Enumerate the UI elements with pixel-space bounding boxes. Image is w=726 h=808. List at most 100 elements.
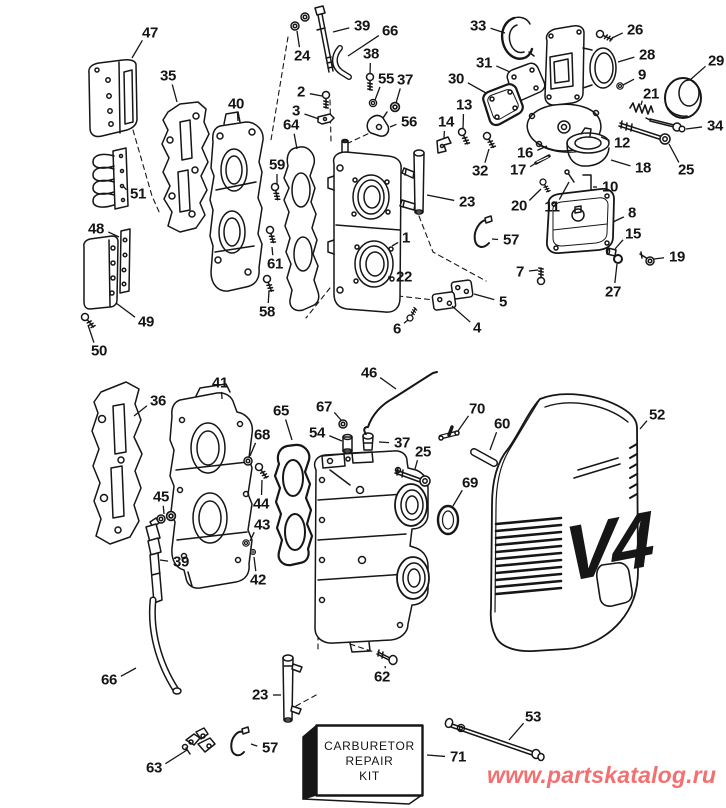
callout-59: 59 xyxy=(268,156,286,174)
leader-line-57 xyxy=(491,238,499,241)
callout-16: 16 xyxy=(516,144,534,162)
gasket-35 xyxy=(161,101,210,233)
float-18 xyxy=(566,127,610,167)
callout-67: 67 xyxy=(315,398,333,416)
fitting-70 xyxy=(438,425,460,441)
leader-line-37 xyxy=(378,441,390,444)
leader-line-11 xyxy=(558,181,570,200)
leader-line-48 xyxy=(108,231,120,238)
leader-line-17 xyxy=(529,162,537,168)
leader-line-54 xyxy=(329,435,343,442)
callout-44: 44 xyxy=(252,495,270,513)
callout-66: 66 xyxy=(381,22,399,40)
leader-line-25 xyxy=(414,459,419,470)
leader-line-3 xyxy=(304,113,320,120)
leader-line-30 xyxy=(467,82,487,94)
leader-line-34 xyxy=(685,126,703,130)
hose-66-upper xyxy=(331,45,352,80)
callout-15: 15 xyxy=(624,225,642,243)
callout-35: 35 xyxy=(159,67,177,85)
callout-14: 14 xyxy=(437,113,455,131)
callout-5: 5 xyxy=(498,293,508,311)
leader-line-32 xyxy=(484,148,490,163)
leader-line-47 xyxy=(131,39,143,59)
kit-line-2: REPAIR xyxy=(345,753,394,768)
leader-line-35 xyxy=(171,84,178,103)
leader-line-15 xyxy=(614,239,624,250)
callout-3: 3 xyxy=(291,102,301,120)
leader-line-67 xyxy=(333,412,342,421)
callout-46: 46 xyxy=(360,364,378,382)
callout-42: 42 xyxy=(249,571,267,589)
leader-line-16 xyxy=(537,145,548,151)
carburetor-body-1 xyxy=(327,138,402,313)
callout-41: 41 xyxy=(211,374,229,392)
leader-line-29 xyxy=(689,65,706,81)
leader-line-57 xyxy=(250,743,258,747)
leader-line-51 xyxy=(122,185,128,191)
leader-line-39 xyxy=(332,27,350,33)
leader-line-36 xyxy=(133,405,148,417)
callout-38: 38 xyxy=(362,45,380,63)
callout-37: 37 xyxy=(393,434,411,452)
callout-62: 62 xyxy=(373,668,391,686)
callout-48: 48 xyxy=(87,220,105,238)
check-valve-plate-30 xyxy=(482,83,524,127)
spring-21 xyxy=(629,102,654,115)
callout-68: 68 xyxy=(253,426,271,444)
callout-37: 37 xyxy=(396,71,414,89)
retainer-strip-48 xyxy=(119,228,131,294)
link-rod-46 xyxy=(363,371,438,435)
leader-line-43 xyxy=(249,531,255,542)
callout-53: 53 xyxy=(524,708,542,726)
callout-45: 45 xyxy=(152,488,170,506)
leader-line-49 xyxy=(115,302,136,318)
repair-kit-label: CARBURETOR REPAIR KIT xyxy=(317,726,422,795)
callout-4: 4 xyxy=(472,319,482,337)
fuel-tube-23-upper xyxy=(399,149,425,215)
leader-line-9 xyxy=(622,78,635,86)
callout-29: 29 xyxy=(707,52,725,70)
callout-39: 39 xyxy=(353,17,371,35)
float-bowl-8 xyxy=(546,187,615,254)
leader-line-2 xyxy=(309,93,323,97)
leader-line-60 xyxy=(489,431,498,451)
leader-line-39 xyxy=(159,559,169,562)
leader-line-4 xyxy=(451,305,471,323)
callout-6: 6 xyxy=(392,320,402,338)
leader-line-18 xyxy=(610,159,631,167)
pin-60 xyxy=(470,448,498,467)
leader-line-71 xyxy=(426,754,446,758)
leader-line-33 xyxy=(490,27,506,34)
leader-line-8 xyxy=(612,216,625,223)
callout-23: 23 xyxy=(251,686,269,704)
leader-line-56 xyxy=(389,123,397,128)
leader-line-26 xyxy=(611,32,623,39)
fitting-39-lower xyxy=(145,517,163,604)
leader-line-53 xyxy=(508,722,525,741)
leader-line-1 xyxy=(391,241,399,247)
callout-7: 7 xyxy=(515,263,525,281)
bracket-14 xyxy=(436,136,452,154)
callout-12: 12 xyxy=(613,134,631,152)
callout-40: 40 xyxy=(227,95,245,113)
intake-cover-47 xyxy=(88,59,138,138)
hose-66-lower xyxy=(148,596,182,695)
callout-32: 32 xyxy=(471,162,489,180)
screw-25-upper xyxy=(618,120,671,145)
callout-19: 19 xyxy=(668,248,686,266)
screw-25-lower xyxy=(394,467,431,487)
leader-line-6 xyxy=(403,319,409,324)
carburetor-body-2 xyxy=(313,450,430,653)
oring-69 xyxy=(436,504,460,536)
leader-line-23 xyxy=(426,194,455,202)
leader-line-12 xyxy=(600,136,610,142)
leader-line-21 xyxy=(640,100,643,106)
leader-line-52 xyxy=(639,420,648,430)
leader-line-66 xyxy=(347,35,380,57)
callout-54: 54 xyxy=(308,424,326,442)
callout-55: 55 xyxy=(377,70,395,88)
